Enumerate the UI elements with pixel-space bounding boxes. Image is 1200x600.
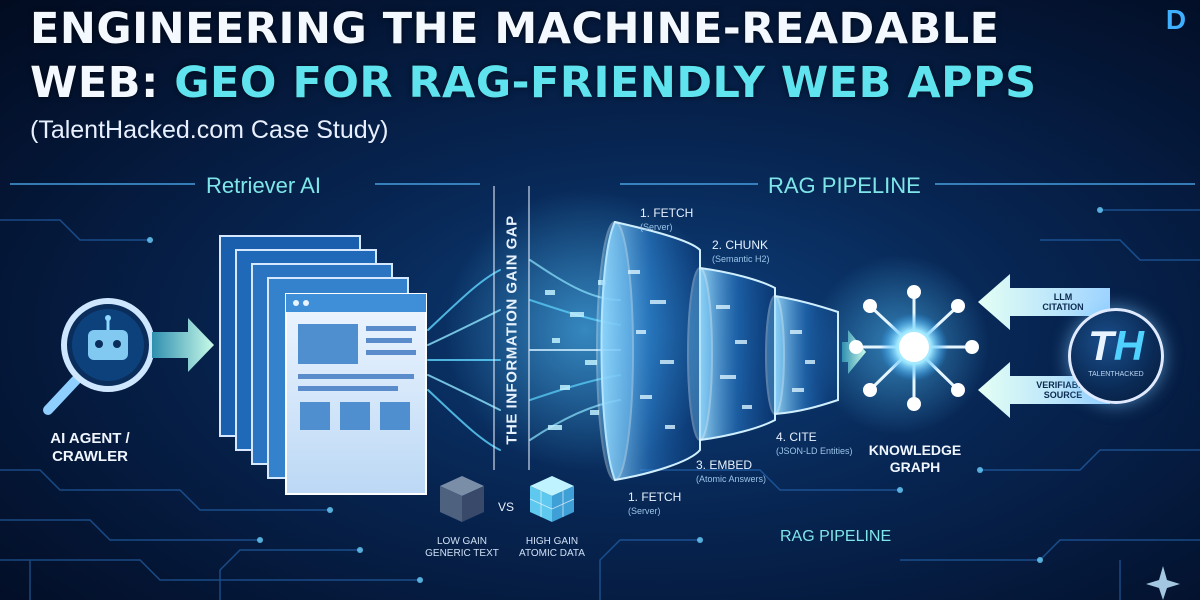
high-gain-cube-icon: [529, 476, 575, 522]
verifiable-source-label: VERIFIABLE SOURCE: [1028, 380, 1098, 400]
document-stack-icon: [219, 235, 427, 495]
kg-label-line-1: KNOWLEDGE: [868, 442, 962, 458]
step-label-fetch: 1. FETCH (Server): [640, 206, 693, 234]
agent-label-line-1: AI AGENT /: [50, 430, 130, 447]
low-gain-label: LOW GAIN GENERIC TEXT: [407, 536, 517, 560]
logo-mark-h: H: [1113, 322, 1144, 369]
llm-citation-label: LLM CITATION: [1028, 292, 1098, 312]
title-prefix: WEB:: [30, 58, 175, 108]
step-chunk-title: 2. CHUNK: [712, 238, 769, 252]
step-cite-sub: (JSON-LD Entities): [776, 446, 853, 456]
step-fetch-title: 1. FETCH: [640, 206, 694, 220]
low-gain-line-2: GENERIC TEXT: [425, 548, 499, 559]
knowledge-graph-label: KNOWLEDGE GRAPH: [840, 442, 990, 476]
talenthacked-logo-mark: TH: [1071, 323, 1161, 369]
section-label-rag-pipeline: RAG PIPELINE: [768, 173, 921, 198]
page-subtitle: (TalentHacked.com Case Study): [30, 116, 389, 144]
sparkle-icon: [1146, 566, 1180, 600]
step-fetch-bottom-sub: (Server): [628, 506, 661, 516]
gap-label-text: THE INFORMATION GAIN GAP: [503, 215, 521, 445]
verifiable-source-line-1: VERIFIABLE: [1036, 380, 1090, 390]
agent-label-line-2: CRAWLER: [52, 448, 128, 465]
low-gain-line-1: LOW GAIN: [436, 536, 487, 547]
llm-citation-arrow: [978, 274, 1110, 330]
page-title-line-1: ENGINEERING THE MACHINE-READABLE: [30, 4, 1000, 54]
logo-mark-t: T: [1088, 322, 1114, 369]
step-cite-title: 4. CITE: [776, 430, 817, 444]
step-fetch-bottom-title: 1. FETCH: [628, 490, 682, 504]
step-label-chunk: 2. CHUNK (Semantic H2): [712, 238, 770, 266]
step-fetch-sub: (Server): [640, 222, 673, 232]
agent-label: AI AGENT / CRAWLER: [40, 430, 140, 466]
page-title-line-2: WEB: GEO FOR RAG-FRIENDLY WEB APPS: [30, 56, 1037, 110]
high-gain-label: HIGH GAIN ATOMIC DATA: [497, 536, 607, 560]
information-gain-gap-label: THE INFORMATION GAIN GAP: [497, 190, 527, 470]
robot-magnifier-icon: [43, 298, 155, 415]
kg-label-line-2: GRAPH: [889, 459, 941, 475]
talenthacked-logo: TH TALENTHACKED: [1068, 308, 1164, 404]
versus-label: VS: [498, 500, 515, 514]
step-embed-sub: (Atomic Answers): [696, 474, 767, 484]
circuit-nodes: [147, 207, 1103, 583]
low-gain-cube-icon: [440, 476, 484, 522]
high-gain-line-1: HIGH GAIN: [525, 536, 579, 547]
llm-citation-line-2: CITATION: [1042, 302, 1084, 312]
agent-to-pages-arrow: [152, 318, 214, 372]
talenthacked-logo-tag: TALENTHACKED: [1088, 371, 1144, 378]
high-gain-line-2: ATOMIC DATA: [519, 548, 585, 559]
brand-logo: D: [1165, 4, 1187, 35]
verifiable-source-line-2: SOURCE: [1043, 390, 1083, 400]
circuit-traces: [0, 209, 1200, 600]
step-label-cite: 4. CITE (JSON-LD Entities): [776, 430, 853, 458]
step-chunk-sub: (Semantic H2): [712, 254, 770, 264]
title-accent: GEO FOR RAG-FRIENDLY WEB APPS: [174, 58, 1037, 108]
section-label-retriever: Retriever AI: [206, 173, 321, 198]
section-label-rag-pipeline-bottom: RAG PIPELINE: [780, 528, 892, 545]
step-embed-title: 3. EMBED: [696, 458, 753, 472]
step-label-embed: 3. EMBED (Atomic Answers): [696, 458, 766, 486]
step-label-fetch-bottom: 1. FETCH (Server): [628, 490, 681, 518]
llm-citation-line-1: LLM: [1053, 292, 1073, 302]
rag-funnel-icon: [596, 220, 839, 482]
data-particles: [545, 280, 606, 430]
